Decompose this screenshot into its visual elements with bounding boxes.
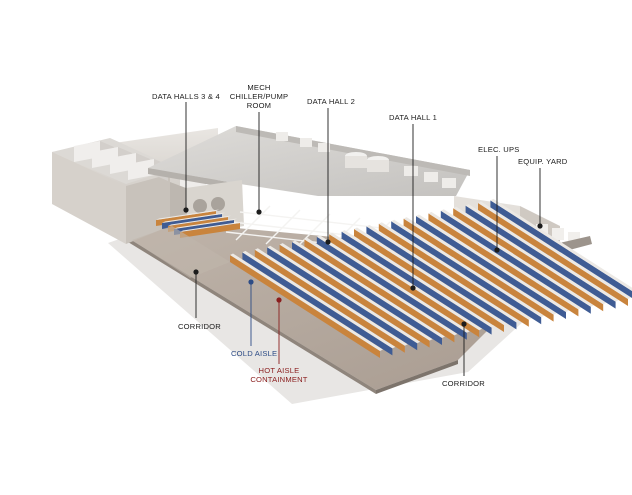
rack-row-top bbox=[267, 245, 421, 344]
rack-row bbox=[254, 249, 405, 353]
rack-row-top bbox=[230, 253, 383, 351]
rack-row-top bbox=[168, 215, 231, 226]
rack-row-top bbox=[162, 212, 225, 223]
rack-row-top bbox=[391, 219, 545, 318]
rack-row bbox=[329, 234, 480, 338]
rack-row-top bbox=[465, 204, 619, 302]
rack-row bbox=[391, 221, 542, 325]
label-elec-ups: ELEC. UPS bbox=[478, 145, 519, 154]
label-hot-aisle-line1: HOT AISLE bbox=[259, 366, 300, 375]
label-data-hall-2: DATA HALL 2 bbox=[307, 97, 355, 106]
rack-row bbox=[279, 244, 430, 348]
rack-row-top bbox=[292, 240, 445, 338]
rack-row bbox=[304, 239, 455, 343]
rack-row-top bbox=[428, 211, 582, 310]
label-corridor-left: CORRIDOR bbox=[178, 322, 221, 331]
rack-row bbox=[180, 223, 240, 238]
rack-row bbox=[416, 216, 566, 319]
rack-row bbox=[428, 213, 579, 317]
corridor-left-strip bbox=[132, 226, 230, 278]
rack-row bbox=[341, 231, 492, 335]
label-corridor-right: CORRIDOR bbox=[442, 379, 485, 388]
label-mech-line2: CHILLER/PUMP bbox=[230, 92, 289, 101]
rack-row-top bbox=[354, 227, 507, 325]
leaders bbox=[183, 102, 543, 376]
rack-row bbox=[292, 242, 442, 345]
rack-row-top bbox=[316, 235, 470, 333]
rack-row-top bbox=[329, 232, 483, 331]
server-racks bbox=[156, 198, 632, 358]
rack-row bbox=[440, 210, 591, 314]
rack-row bbox=[242, 252, 393, 356]
rack-row bbox=[230, 255, 380, 358]
rack-row-top bbox=[440, 209, 594, 307]
label-data-hall-1: DATA HALL 1 bbox=[389, 113, 437, 122]
rack-row-top bbox=[366, 224, 520, 323]
label-mech-line3: ROOM bbox=[247, 101, 271, 110]
rack-row-top bbox=[416, 214, 569, 312]
rack-row-top bbox=[156, 209, 219, 220]
rack-row bbox=[267, 247, 418, 351]
rack-row-top bbox=[478, 201, 631, 299]
rack-row bbox=[378, 223, 529, 327]
rack-row bbox=[478, 203, 628, 306]
rack-row-top bbox=[279, 243, 433, 341]
rack-row bbox=[403, 218, 554, 322]
labels: DATA HALLS 3 & 4 MECH CHILLER/PUMP ROOM … bbox=[152, 83, 568, 388]
rack-row-top bbox=[304, 237, 458, 336]
rack-row-top bbox=[341, 230, 495, 328]
label-mech-line1: MECH bbox=[247, 83, 270, 92]
rack-row-top bbox=[174, 218, 237, 229]
rack-row-top bbox=[378, 222, 532, 320]
label-data-halls-3-4: DATA HALLS 3 & 4 bbox=[152, 92, 220, 101]
rack-row bbox=[490, 200, 632, 299]
rack-row-top bbox=[254, 248, 408, 346]
label-equip-yard: EQUIP. YARD bbox=[518, 157, 568, 166]
rack-row bbox=[453, 208, 604, 312]
rack-row bbox=[465, 205, 616, 309]
rack-row bbox=[316, 236, 467, 340]
rack-row bbox=[366, 226, 517, 330]
label-cold-aisle: COLD AISLE bbox=[231, 349, 277, 358]
rack-row-top bbox=[453, 206, 607, 305]
rack-row-top bbox=[403, 217, 557, 315]
rack-row-top bbox=[180, 221, 243, 232]
rack-row bbox=[354, 229, 504, 332]
label-hot-aisle-line2: CONTAINMENT bbox=[250, 375, 307, 384]
rack-row-top bbox=[242, 250, 396, 349]
rooftop-equipment bbox=[276, 132, 456, 188]
rack-row-top bbox=[490, 198, 632, 292]
